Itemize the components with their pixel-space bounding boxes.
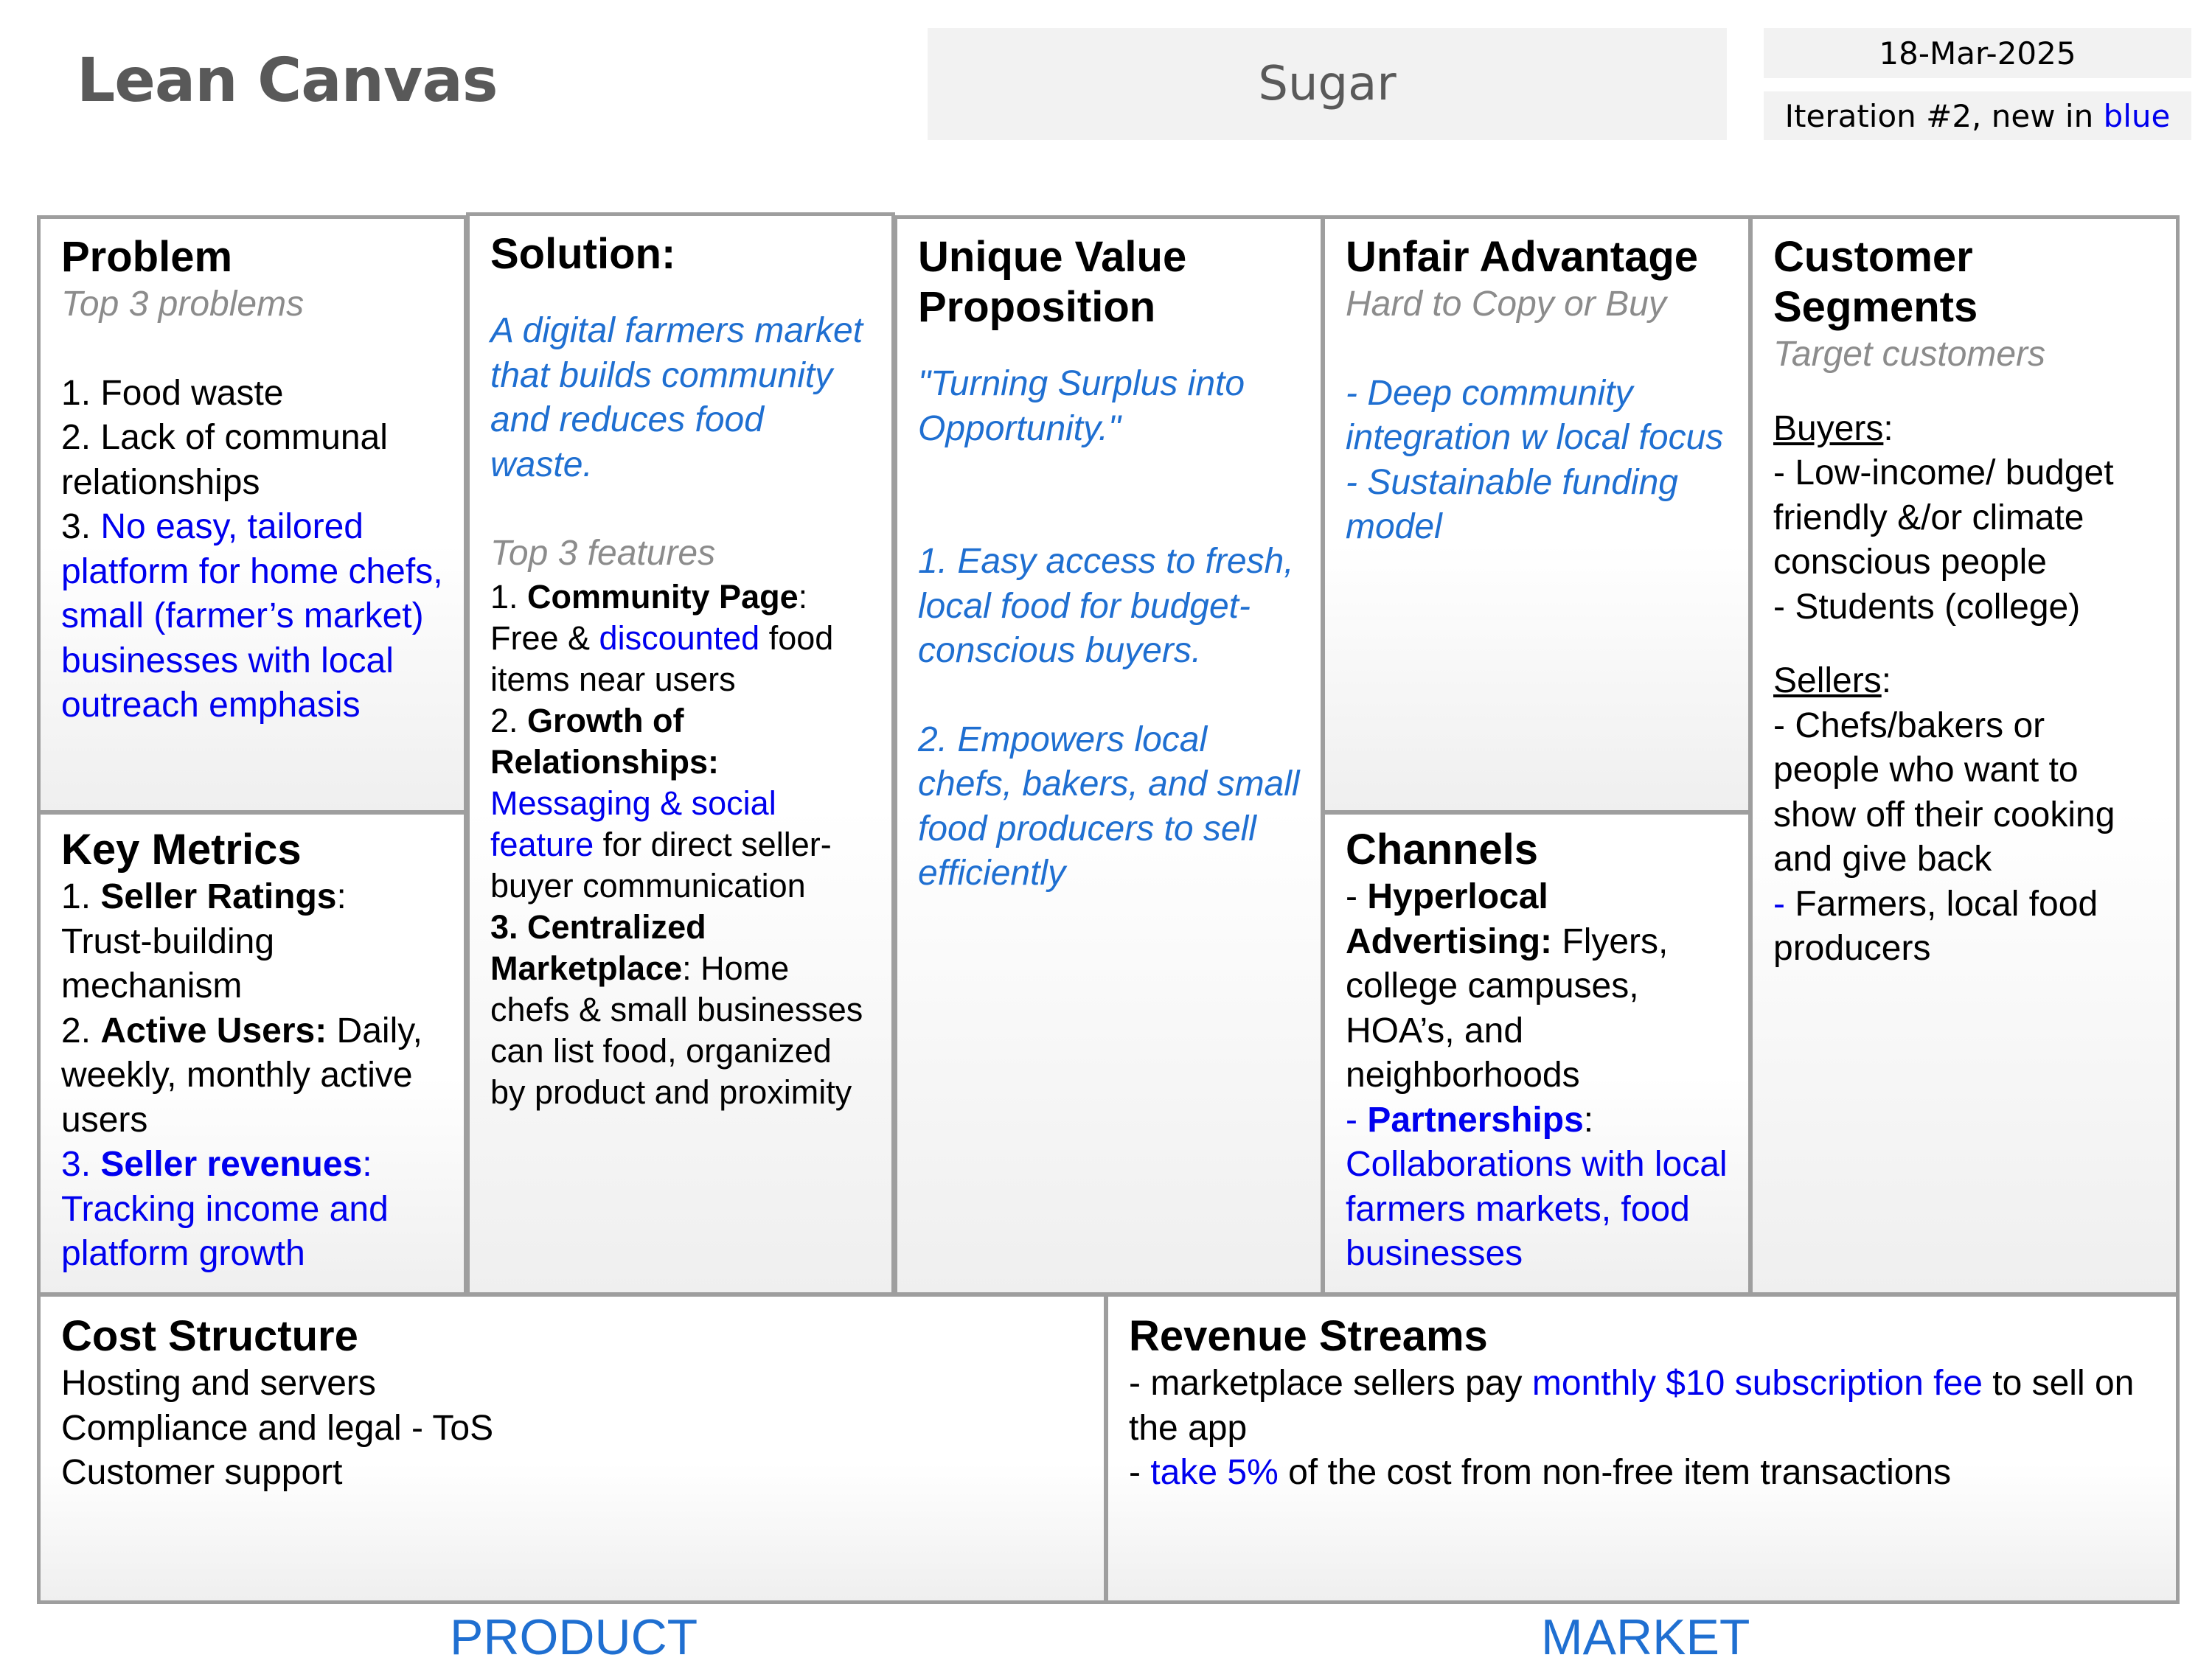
canvas-title: Lean Canvas bbox=[77, 46, 498, 116]
iteration-label: Iteration #2, new in blue bbox=[1764, 91, 2191, 140]
channel-item-2: - Partnerships:Collaborations with local… bbox=[1346, 1100, 1728, 1274]
feature-item-3: 3. Centralized Marketplace: Home chefs &… bbox=[490, 907, 863, 1111]
iteration-highlight: blue bbox=[2103, 97, 2171, 134]
advantage-item-2: - Sustainable funding model bbox=[1346, 462, 1678, 547]
problem-item-3: 3. No easy, tailored platform for home c… bbox=[61, 507, 443, 725]
problem-title: Problem bbox=[61, 233, 233, 281]
market-footer-label: MARKET bbox=[1541, 1609, 1750, 1665]
problem-item-2: 2. Lack of communal relationships bbox=[61, 418, 388, 502]
cost-item-1: Hosting and servers bbox=[61, 1364, 376, 1403]
customer-segments-subtitle: Target customers bbox=[1773, 335, 2046, 374]
feature-item-2: 2. Growth of Relationships:Messaging & s… bbox=[490, 701, 832, 905]
customer-segments-title: Customer Segments bbox=[1773, 233, 1978, 331]
cost-structure-box: Cost Structure Hosting and servers Compl… bbox=[37, 1293, 1107, 1604]
revenue-item-1: - marketplace sellers pay monthly $10 su… bbox=[1129, 1364, 2144, 1448]
solution-summary: A digital farmers market that builds com… bbox=[490, 311, 863, 484]
product-name: Sugar bbox=[928, 28, 1727, 140]
buyer-item-2: - Students (college) bbox=[1773, 587, 2081, 627]
uvp-tagline: "Turning Surplus into Opportunity." bbox=[918, 364, 1245, 448]
revenue-streams-title: Revenue Streams bbox=[1129, 1312, 1488, 1360]
solution-box: Solution: A digital farmers market that … bbox=[466, 212, 895, 1296]
uvp-point-1: 1. Easy access to fresh, local food for … bbox=[918, 542, 1294, 670]
buyer-item-1: - Low-income/ budget friendly &/or clima… bbox=[1773, 453, 2114, 582]
problem-item-1: 1. Food waste bbox=[61, 373, 284, 413]
iteration-prefix: Iteration #2, new in bbox=[1784, 97, 2104, 134]
seller-item-1: - Chefs/bakers or people who want to sho… bbox=[1773, 705, 2115, 879]
feature-item-1: 1. Community Page:Free & discounted food… bbox=[490, 577, 843, 698]
sellers-label: Sellers: bbox=[1773, 661, 1892, 700]
channel-item-1: - Hyperlocal Advertising: Flyers, colleg… bbox=[1346, 877, 1678, 1095]
uvp-box: Unique Value Proposition "Turning Surplu… bbox=[894, 215, 1324, 1296]
date-label: 18-Mar-2025 bbox=[1764, 28, 2191, 78]
channels-box: Channels - Hyperlocal Advertising: Flyer… bbox=[1321, 811, 1752, 1296]
uvp-title: Unique Value Proposition bbox=[918, 233, 1187, 331]
cost-item-3: Customer support bbox=[61, 1453, 343, 1492]
cost-item-2: Compliance and legal - ToS bbox=[61, 1408, 494, 1448]
problem-box: Problem Top 3 problems 1. Food waste 2. … bbox=[37, 215, 467, 814]
unfair-advantage-title: Unfair Advantage bbox=[1346, 233, 1699, 281]
revenue-item-2: - take 5% of the cost from non-free item… bbox=[1129, 1453, 1952, 1492]
unfair-advantage-box: Unfair Advantage Hard to Copy or Buy - D… bbox=[1321, 215, 1752, 814]
uvp-point-2: 2. Empowers local chefs, bakers, and sma… bbox=[918, 719, 1300, 893]
product-footer-label: PRODUCT bbox=[450, 1609, 698, 1665]
buyers-label: Buyers: bbox=[1773, 408, 1893, 448]
features-label: Top 3 features bbox=[490, 534, 716, 573]
metric-item-2: 2. Active Users: Daily, weekly, monthly … bbox=[61, 1011, 433, 1140]
channels-title: Channels bbox=[1346, 826, 1539, 874]
solution-title: Solution: bbox=[490, 230, 676, 278]
unfair-advantage-subtitle: Hard to Copy or Buy bbox=[1346, 285, 1666, 324]
key-metrics-box: Key Metrics 1. Seller Ratings: Trust-bui… bbox=[37, 811, 467, 1296]
metric-item-1: 1. Seller Ratings: Trust-building mechan… bbox=[61, 877, 347, 1005]
problem-subtitle: Top 3 problems bbox=[61, 285, 305, 324]
cost-structure-title: Cost Structure bbox=[61, 1312, 358, 1360]
key-metrics-title: Key Metrics bbox=[61, 826, 302, 874]
advantage-item-1: - Deep community integration w local foc… bbox=[1346, 373, 1724, 458]
seller-item-2: - Farmers, local food producers bbox=[1773, 884, 2098, 969]
customer-segments-box: Customer Segments Target customers Buyer… bbox=[1749, 215, 2180, 1296]
metric-item-3: 3. Seller revenues: Tracking income and … bbox=[61, 1145, 389, 1273]
revenue-streams-box: Revenue Streams - marketplace sellers pa… bbox=[1105, 1293, 2180, 1604]
